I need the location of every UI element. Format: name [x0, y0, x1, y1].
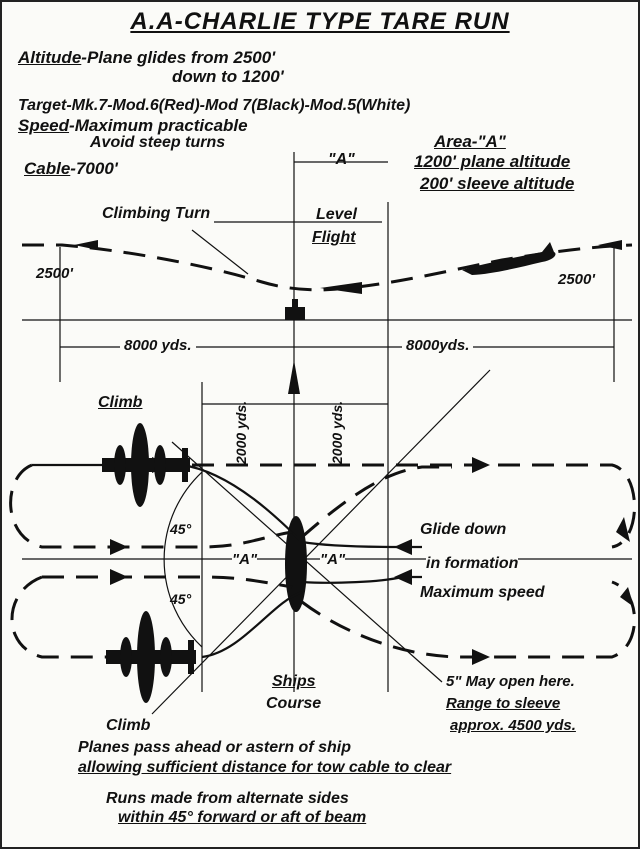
note-line-1: Planes pass ahead or astern of ship: [78, 739, 351, 756]
ship-plan-icon: [285, 516, 307, 612]
upper-outer-loop: [192, 463, 636, 549]
a-right-label: "A": [320, 551, 346, 568]
ship-profile: [285, 307, 305, 320]
distance-left-label: 8000 yds.: [120, 338, 196, 353]
lower-outer-left: [10, 575, 192, 659]
altitude-text-2: down to 1200': [172, 67, 284, 86]
area-a-line1: 1200' plane altitude: [414, 152, 571, 171]
speed-text: -Maximum practicable: [69, 116, 248, 135]
angle-arc: [163, 471, 203, 648]
plane-profile-icon: [462, 242, 556, 275]
note-line-2: allowing sufficient distance for tow cab…: [78, 759, 452, 776]
may-open-label: 5" May open here.: [446, 673, 575, 690]
profile-arrow-right: [598, 240, 622, 250]
range-label: Range to sleeve: [446, 695, 561, 712]
ship-course-arrow: [288, 360, 300, 394]
upper-return-loop: [9, 463, 293, 549]
glide-down-label: Glide down: [420, 521, 507, 538]
upper-inbound-path: [32, 463, 422, 549]
altitude-label: Altitude: [18, 48, 82, 67]
speed-label: Speed: [18, 116, 70, 135]
climb-top-label: Climb: [98, 394, 143, 411]
speed-text-2: Avoid steep turns: [90, 134, 226, 151]
climb-bottom-label: Climb: [106, 717, 151, 734]
angle-top-label: 45°: [170, 521, 192, 537]
area-a-label: Area-"A": [434, 132, 506, 151]
flight-label: Flight: [312, 229, 356, 246]
dist-a-left-label: 2000 yds.: [233, 400, 249, 464]
note-line-3: Runs made from alternate sides: [106, 790, 349, 807]
angle-bottom-label: 45°: [170, 591, 192, 607]
approx-label: approx. 4500 yds.: [450, 717, 576, 734]
page-title: A.A-CHARLIE TYPE TARE RUN: [130, 8, 510, 35]
diagonal-line-1: [151, 369, 491, 715]
cable-line: Cable-7000': [24, 160, 118, 177]
diagonal-line-2: [171, 441, 443, 683]
note-line-4: within 45° forward or aft of beam: [118, 809, 367, 826]
cable-label: Cable: [24, 159, 71, 178]
course-label: Course: [266, 695, 322, 712]
target-text: -Mk.7-Mod.6(Red)-Mod 7(Black)-Mod.5(Whit…: [66, 97, 411, 114]
profile-arrow-center: [320, 282, 362, 294]
target-line: Target-Mk.7-Mod.6(Red)-Mod 7(Black)-Mod.…: [18, 98, 410, 114]
profile-flight-path: [22, 243, 633, 292]
plane-top-icon: [102, 423, 190, 507]
lower-inbound-loop: [42, 575, 293, 589]
in-formation-label: in formation: [426, 555, 519, 572]
climbing-turn-leader: [191, 229, 249, 275]
area-a-line2: 200' sleeve altitude: [420, 174, 575, 193]
lower-outer-right: [301, 580, 636, 659]
altitude-line: Altitude-Plane glides from 2500': [18, 49, 275, 66]
target-label: Target: [18, 97, 67, 114]
altitude-right-label: 2500': [558, 271, 595, 288]
dist-a-right-label: 2000 yds.: [329, 400, 345, 464]
cable-text: -7000': [70, 159, 118, 178]
level-label: Level: [316, 206, 357, 223]
speed-line: Speed-Maximum practicable: [18, 117, 248, 134]
altitude-text: -Plane glides from 2500': [81, 48, 276, 67]
altitude-left-label: 2500': [36, 265, 73, 282]
climbing-turn-label: Climbing Turn: [102, 205, 211, 222]
profile-arrow-left: [74, 240, 98, 250]
distance-right-label: 8000yds.: [402, 338, 474, 353]
maximum-speed-label: Maximum speed: [420, 584, 545, 601]
a-zone-label: "A": [328, 151, 355, 168]
ships-label: Ships: [272, 673, 316, 690]
plane-bottom-icon: [106, 611, 196, 703]
a-left-label: "A": [232, 551, 258, 568]
